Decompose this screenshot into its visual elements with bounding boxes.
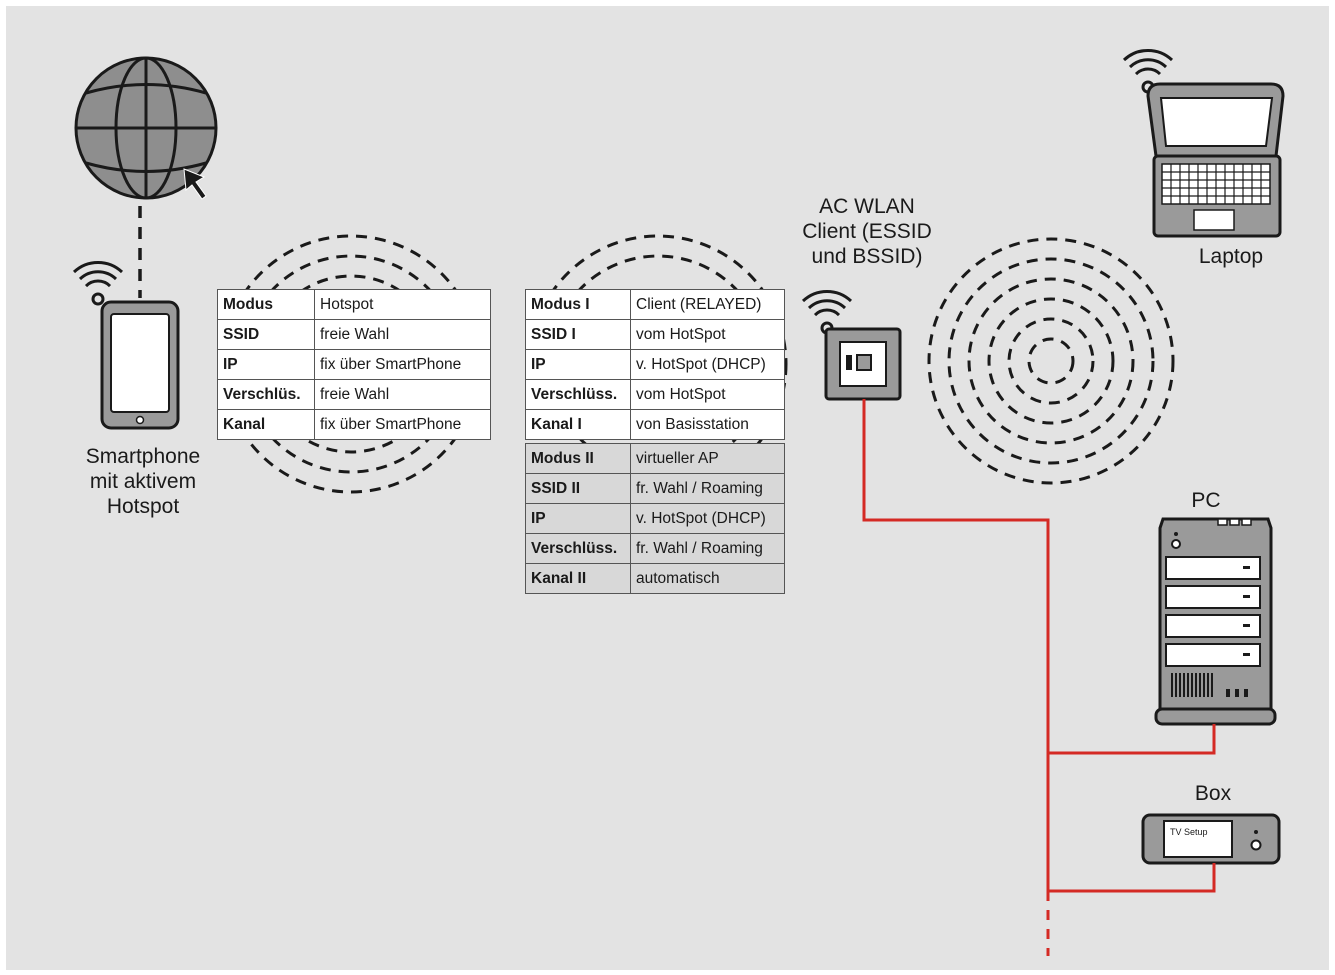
table-row: IP v. HotSpot (DHCP) (526, 504, 785, 534)
config-value: fix über SmartPhone (315, 350, 491, 380)
config-key: Modus I (526, 290, 631, 320)
config-value: v. HotSpot (DHCP) (631, 504, 785, 534)
pc-label: PC (1176, 488, 1236, 513)
client-config-table-2: Modus II virtueller AP SSID II fr. Wahl … (525, 443, 785, 594)
table-row: Modus II virtueller AP (526, 444, 785, 474)
config-value: freie Wahl (315, 320, 491, 350)
smartphone-label: Smartphone mit aktivem Hotspot (58, 444, 228, 519)
config-key: Verschlüss. (526, 380, 631, 410)
config-value: automatisch (631, 564, 785, 594)
client-label-line-3: und BSSID) (782, 244, 952, 269)
pc-tower-icon (1156, 519, 1275, 724)
config-key: Kanal (218, 410, 315, 440)
table-row: IP fix über SmartPhone (218, 350, 491, 380)
table-row: Kanal II automatisch (526, 564, 785, 594)
config-key: IP (526, 350, 631, 380)
table-row: SSID I vom HotSpot (526, 320, 785, 350)
hotspot-config-table: Modus Hotspot SSID freie Wahl IP fix übe… (217, 289, 491, 440)
table-row: Verschlüs. freie Wahl (218, 380, 491, 410)
virtual-ap-wave-rings (929, 239, 1173, 483)
wifi-icon (803, 291, 851, 333)
config-value: fix über SmartPhone (315, 410, 491, 440)
config-key: SSID (218, 320, 315, 350)
table-row: Kanal fix über SmartPhone (218, 410, 491, 440)
wifi-icon (74, 262, 122, 304)
diagram-canvas: TV Setup Smartphone mit aktivem Hotspot … (6, 6, 1329, 970)
client-label-line-1: AC WLAN (782, 194, 952, 219)
config-key: IP (218, 350, 315, 380)
box-label: Box (1178, 781, 1248, 806)
table-row: Verschlüss. fr. Wahl / Roaming (526, 534, 785, 564)
table-row: SSID freie Wahl (218, 320, 491, 350)
laptop-label: Laptop (1181, 244, 1281, 269)
table-row: IP v. HotSpot (DHCP) (526, 350, 785, 380)
settop-box-icon (1143, 815, 1279, 863)
config-value: Hotspot (315, 290, 491, 320)
cursor-icon (184, 169, 206, 199)
client-label: AC WLAN Client (ESSID und BSSID) (782, 194, 952, 269)
table-row: Modus I Client (RELAYED) (526, 290, 785, 320)
config-key: Modus II (526, 444, 631, 474)
laptop-icon (1148, 84, 1283, 236)
config-value: fr. Wahl / Roaming (631, 534, 785, 564)
smartphone-icon (102, 302, 178, 428)
config-key: Kanal I (526, 410, 631, 440)
config-value: von Basisstation (631, 410, 785, 440)
client-config-table-1: Modus I Client (RELAYED) SSID I vom HotS… (525, 289, 785, 440)
config-value: v. HotSpot (DHCP) (631, 350, 785, 380)
config-key: Verschlüss. (526, 534, 631, 564)
config-value: vom HotSpot (631, 380, 785, 410)
config-value: vom HotSpot (631, 320, 785, 350)
smartphone-label-line-2: mit aktivem (58, 469, 228, 494)
table-row: Modus Hotspot (218, 290, 491, 320)
config-key: SSID II (526, 474, 631, 504)
table-row: Kanal I von Basisstation (526, 410, 785, 440)
config-key: Kanal II (526, 564, 631, 594)
wall-access-point-icon (826, 329, 900, 399)
config-key: Modus (218, 290, 315, 320)
config-key: IP (526, 504, 631, 534)
table-row: SSID II fr. Wahl / Roaming (526, 474, 785, 504)
smartphone-label-line-1: Smartphone (58, 444, 228, 469)
client-label-line-2: Client (ESSID (782, 219, 952, 244)
config-value: Client (RELAYED) (631, 290, 785, 320)
config-key: SSID I (526, 320, 631, 350)
config-value: freie Wahl (315, 380, 491, 410)
config-key: Verschlüs. (218, 380, 315, 410)
box-screen-label: TV Setup (1170, 827, 1208, 837)
config-value: virtueller AP (631, 444, 785, 474)
table-row: Verschlüss. vom HotSpot (526, 380, 785, 410)
smartphone-label-line-3: Hotspot (58, 494, 228, 519)
config-value: fr. Wahl / Roaming (631, 474, 785, 504)
